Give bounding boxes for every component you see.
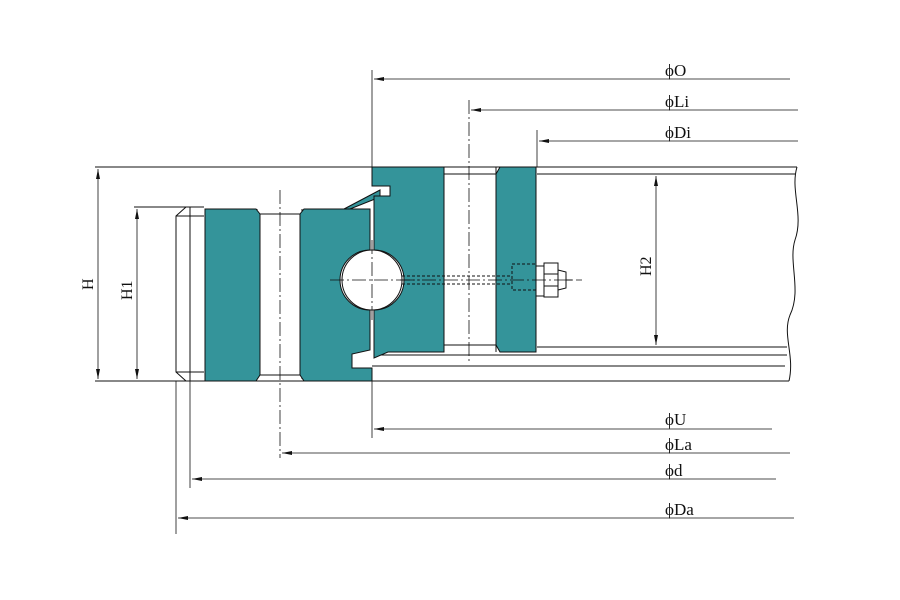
label-O: ϕO — [665, 61, 686, 80]
extension-lines — [175, 70, 538, 534]
label-U: ϕU — [665, 410, 686, 429]
label-La: ϕLa — [665, 435, 692, 454]
mounting-bolt — [400, 262, 582, 298]
inner-ring-teeth-section — [495, 166, 537, 353]
height-dimensions — [96, 169, 658, 379]
label-H1: H1 — [119, 280, 136, 300]
ring-outline — [95, 166, 799, 382]
label-Li: ϕLi — [665, 92, 689, 111]
label-H: H — [80, 278, 97, 290]
label-H2: H2 — [638, 256, 655, 276]
inner-ring-bore — [443, 167, 497, 352]
inner-ring-section — [371, 166, 445, 359]
label-Da: ϕDa — [665, 500, 694, 519]
outer-ring-section-left — [204, 208, 261, 382]
label-d: ϕd — [665, 461, 683, 480]
label-Di: ϕDi — [665, 123, 691, 142]
centre-lines — [279, 100, 470, 458]
dimension-lines — [178, 77, 798, 520]
outer-ring-section-right — [299, 189, 381, 382]
